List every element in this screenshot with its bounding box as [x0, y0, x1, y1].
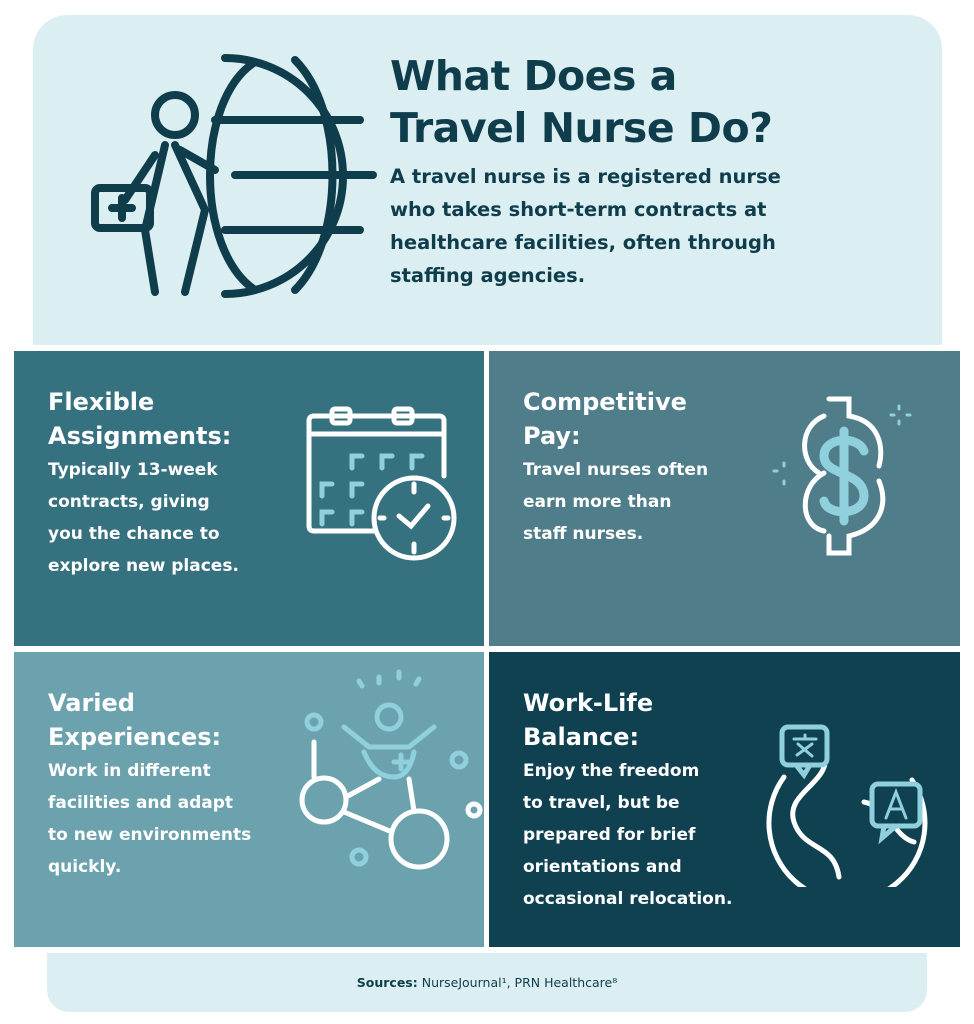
page-description: A travel nurse is a registered nurse who… [390, 165, 781, 287]
sources-text: NurseJournal¹, PRN Healthcare⁸ [421, 975, 618, 990]
dollar-icon [772, 396, 912, 556]
page-title: What Does a Travel Nurse Do? [390, 52, 773, 152]
network-people-icon [299, 669, 483, 870]
globe-language-icon [766, 724, 928, 887]
sources-footer: Sources: NurseJournal¹, PRN Healthcare⁸ [47, 953, 927, 1012]
calendar-clock-icon [306, 406, 457, 561]
nurse-globe-icon [91, 54, 377, 298]
